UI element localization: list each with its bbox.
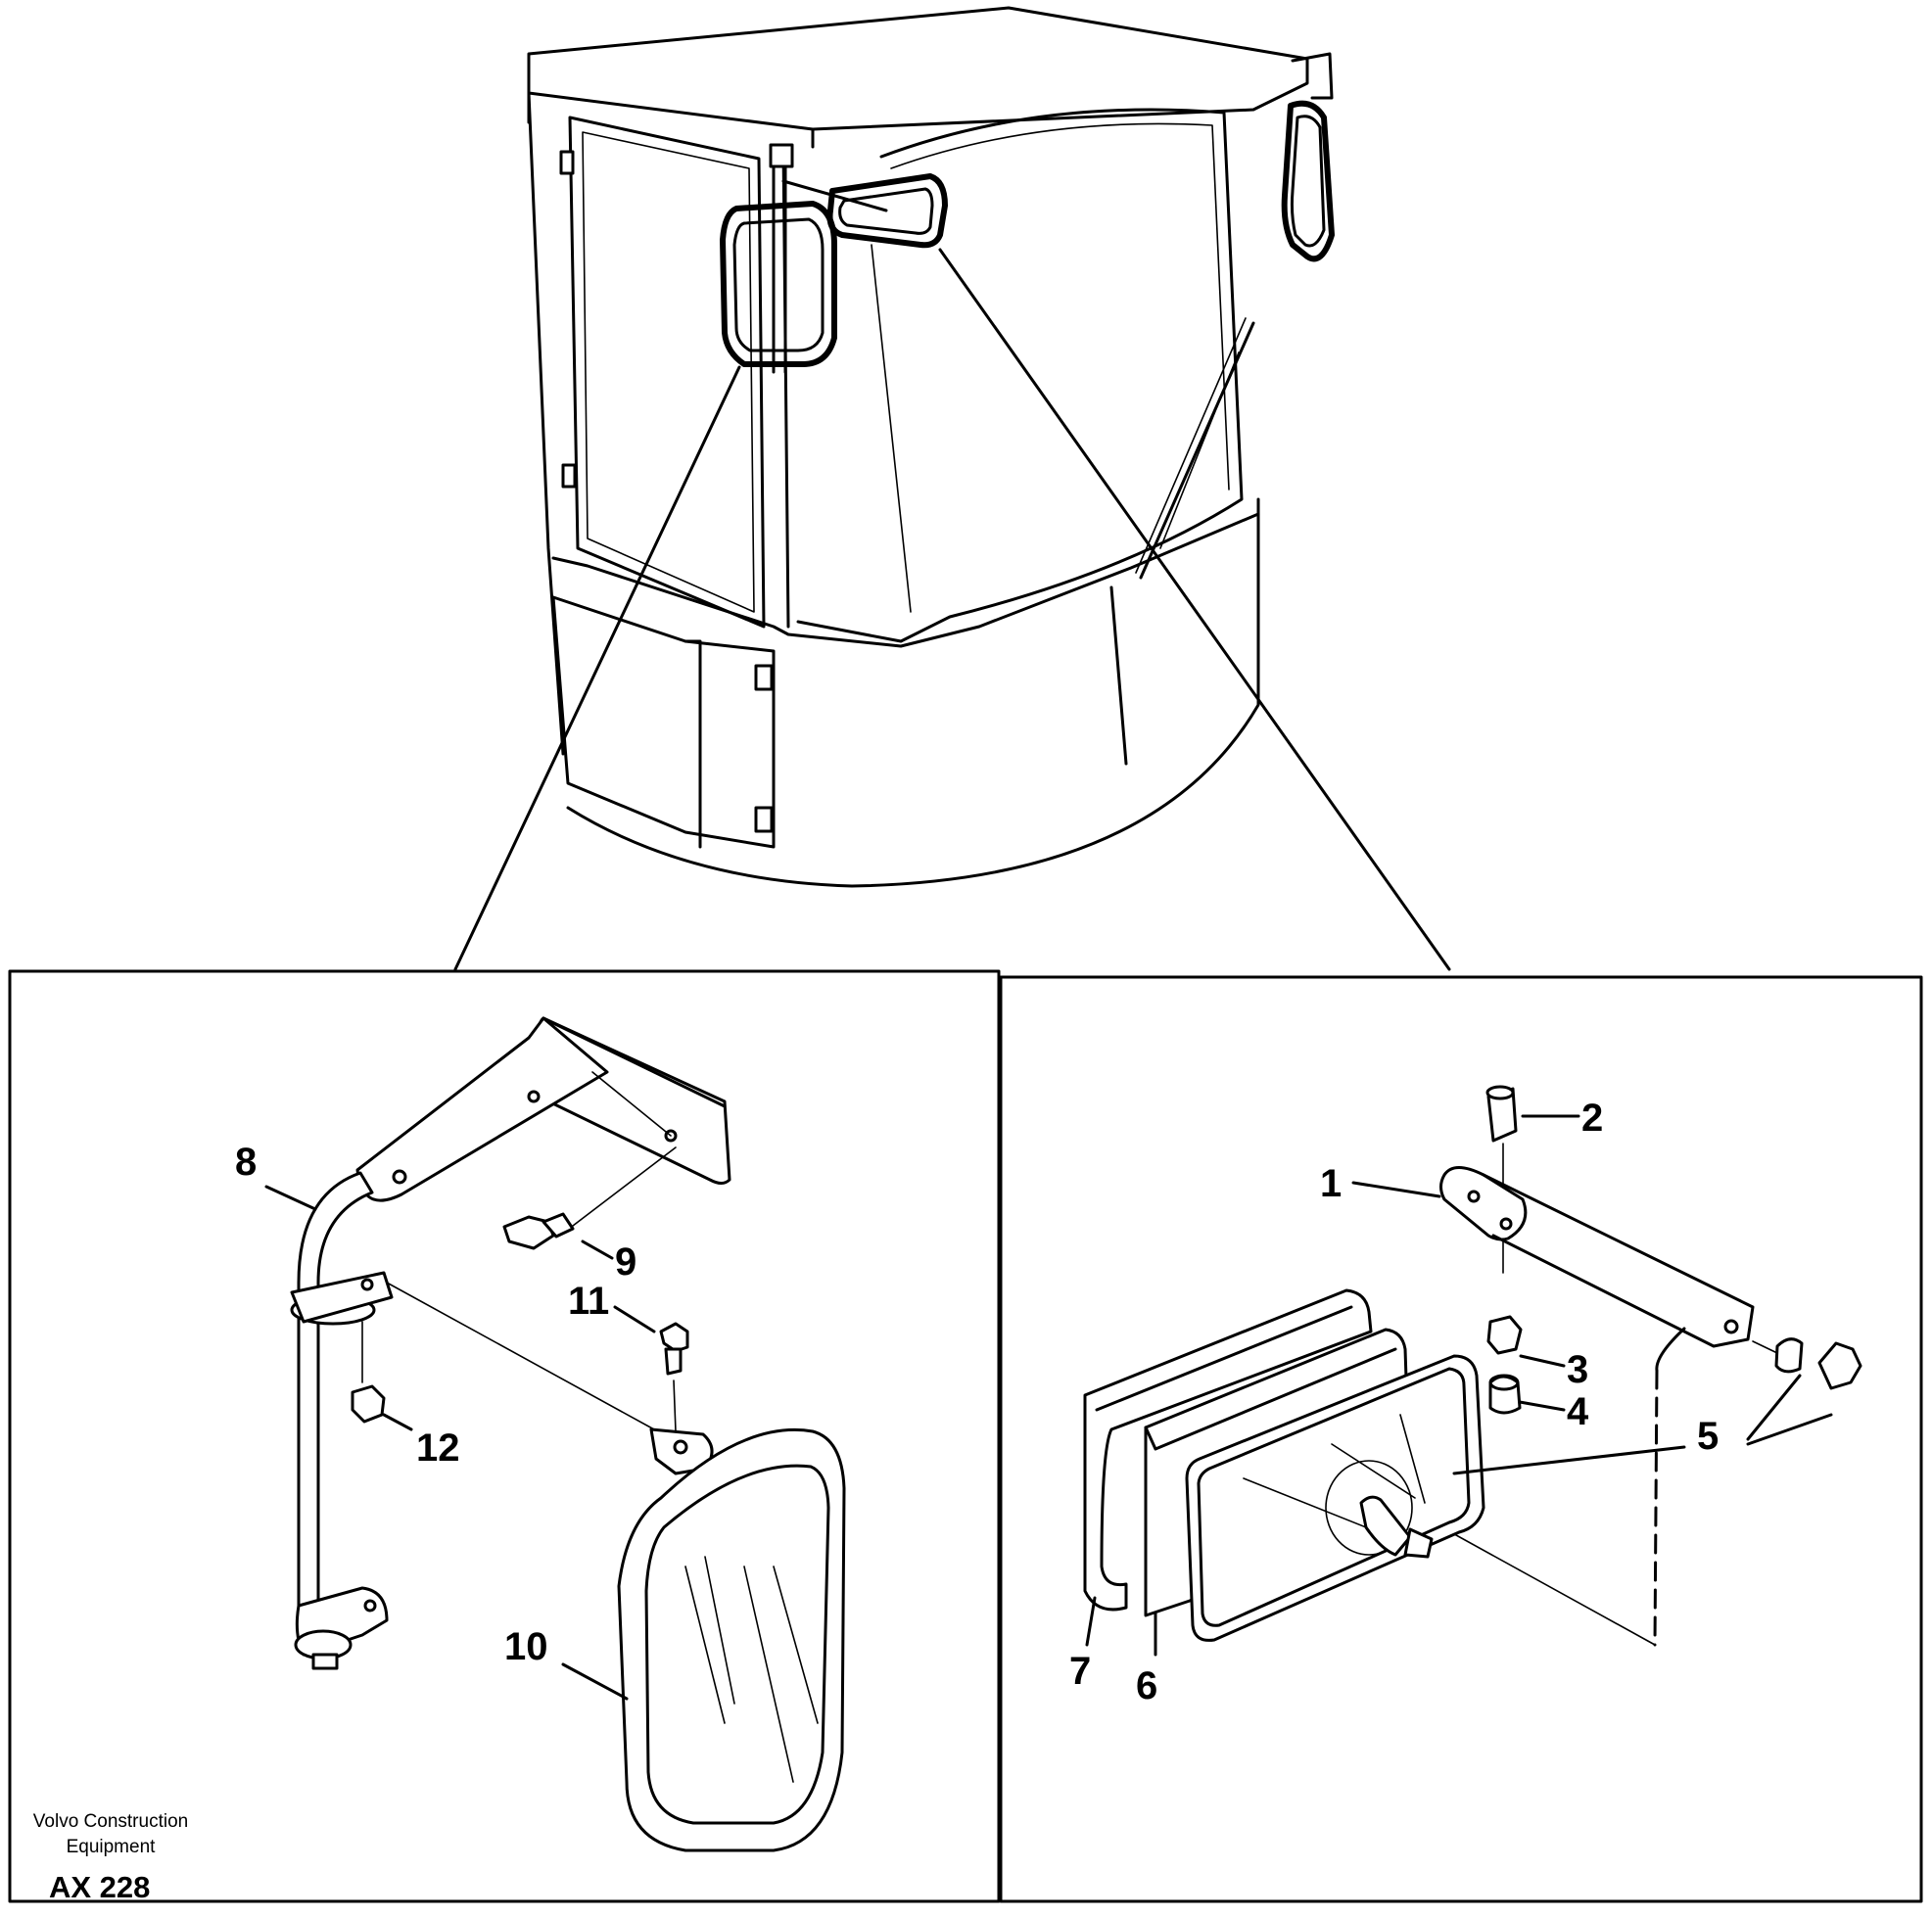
callout-4: 4	[1567, 1390, 1589, 1433]
callout-8: 8	[235, 1141, 257, 1184]
callout-10: 10	[504, 1625, 548, 1668]
detail-frame-right	[999, 975, 1923, 1903]
figure-code: AX 228	[49, 1870, 151, 1904]
callout-6: 6	[1136, 1664, 1157, 1707]
callout-2: 2	[1581, 1097, 1603, 1140]
callout-1: 1	[1320, 1162, 1342, 1205]
callout-3: 3	[1567, 1348, 1588, 1391]
right-mirror-assembly	[1083, 1085, 1862, 1647]
left-mirror-assembly	[290, 1016, 846, 1852]
callout-5a: 5	[1697, 1415, 1719, 1458]
company-line-1: Volvo Construction	[32, 1811, 189, 1832]
publisher-footer: Volvo Construction Equipment AX 228	[8, 1809, 213, 1905]
company-line-2: Equipment	[66, 1837, 156, 1857]
detail-frame-left	[8, 969, 1001, 1903]
callout-9: 9	[615, 1240, 636, 1284]
callout-7: 7	[1069, 1650, 1091, 1693]
callout-11: 11	[568, 1280, 609, 1323]
callout-12: 12	[416, 1426, 460, 1470]
cab-illustration	[453, 6, 1451, 971]
